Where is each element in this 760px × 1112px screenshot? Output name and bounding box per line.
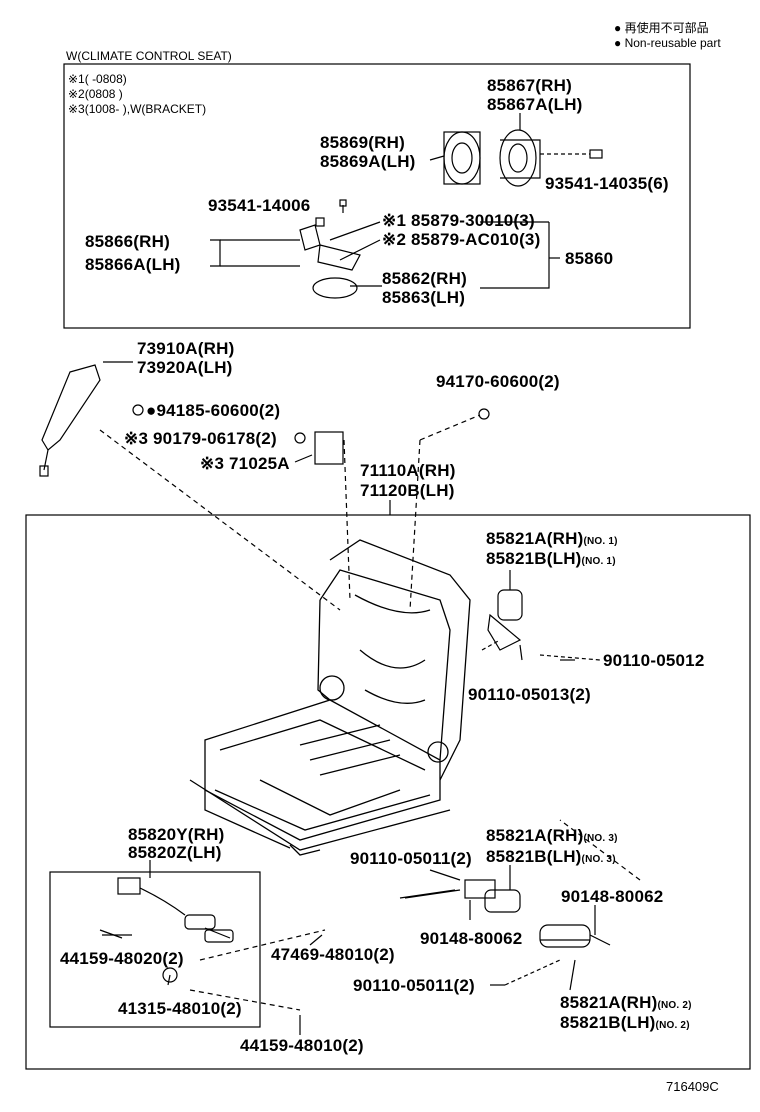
motor-no3-illustration	[399, 879, 521, 913]
leader-85866	[210, 239, 221, 267]
part-47469-48010[interactable]: 47469-48010(2)	[271, 945, 395, 964]
part-90110-05011-upper[interactable]: 90110-05011(2)	[350, 849, 472, 868]
leader-85860	[480, 222, 550, 289]
part-85821a-rh-no3[interactable]: 85821A(RH)(NO. 3)	[486, 826, 618, 845]
legend-en: ● Non-reusable part	[614, 36, 721, 50]
part-85867-lh[interactable]: 85867A(LH)	[487, 95, 583, 114]
part-73920a-lh[interactable]: 73920A(LH)	[137, 358, 233, 377]
part-85821a-rh-no1[interactable]: 85821A(RH)(NO. 1)	[486, 529, 618, 548]
part-90110-05012[interactable]: 90110-05012	[603, 651, 705, 670]
part-90148-80062-right[interactable]: 90148-80062	[561, 887, 664, 906]
part-90148-80062-left[interactable]: 90148-80062	[420, 929, 523, 948]
part-90179-06178[interactable]: ※3 90179-06178(2)	[124, 429, 277, 448]
legend-jp: ● 再使用不可部品	[614, 21, 709, 35]
figure-id: 716409C	[666, 1079, 719, 1094]
part-85821b-lh-no2[interactable]: 85821B(LH)(NO. 2)	[560, 1013, 690, 1032]
climate-control-frame	[63, 63, 691, 329]
harness-illustration	[102, 877, 234, 983]
part-85860[interactable]: 85860	[565, 249, 614, 268]
part-85863-lh[interactable]: 85863(LH)	[382, 288, 466, 307]
part-85866-rh[interactable]: 85866(RH)	[85, 232, 170, 251]
part-85867-rh[interactable]: 85867(RH)	[487, 76, 572, 95]
part-85821b-lh-no3[interactable]: 85821B(LH)(NO. 3)	[486, 847, 616, 866]
part-41315-48010[interactable]: 41315-48010(2)	[118, 999, 242, 1018]
harness-sub-box	[49, 871, 261, 1028]
part-71025a[interactable]: ※3 71025A	[200, 454, 290, 473]
part-93541-14035[interactable]: 93541-14035(6)	[545, 174, 669, 193]
part-71120b-lh[interactable]: 71120B(LH)	[360, 481, 455, 500]
part-71110a-rh[interactable]: 71110A(RH)	[360, 461, 456, 480]
seat-frame-box	[25, 514, 751, 1070]
part-73910a-rh[interactable]: 73910A(RH)	[137, 339, 235, 358]
climate-parts-illustration	[299, 129, 603, 299]
part-44159-48010[interactable]: 44159-48010(2)	[240, 1036, 364, 1055]
note-2: ※2(0808 )	[68, 87, 123, 101]
part-85821b-lh-no1[interactable]: 85821B(LH)(NO. 1)	[486, 549, 616, 568]
part-90110-05011-lower[interactable]: 90110-05011(2)	[353, 976, 475, 995]
part-85869-lh[interactable]: 85869A(LH)	[320, 152, 416, 171]
part-85866-lh[interactable]: 85866A(LH)	[85, 255, 181, 274]
part-85879-30010[interactable]: ※1 85879-30010(3)	[382, 211, 535, 230]
part-93541-14006[interactable]: 93541-14006	[208, 196, 311, 215]
part-90110-05013[interactable]: 90110-05013(2)	[468, 685, 591, 704]
part-85869-rh[interactable]: 85869(RH)	[320, 133, 405, 152]
note-1: ※1( -0808)	[68, 72, 127, 86]
part-85862-rh[interactable]: 85862(RH)	[382, 269, 467, 288]
part-94185-60600[interactable]: ●94185-60600(2)	[146, 401, 281, 420]
motor-no2-illustration	[539, 924, 611, 948]
seat-frame-illustration	[189, 539, 471, 856]
part-94170-60600[interactable]: 94170-60600(2)	[436, 372, 560, 391]
seatback-pad-illustration	[39, 364, 490, 477]
part-85821a-rh-no2[interactable]: 85821A(RH)(NO. 2)	[560, 993, 692, 1012]
part-44159-48020[interactable]: 44159-48020(2)	[60, 949, 184, 968]
part-85879-ac010[interactable]: ※2 85879-AC010(3)	[382, 230, 541, 249]
climate-box-title: W(CLIMATE CONTROL SEAT)	[66, 49, 232, 63]
part-85820z-lh[interactable]: 85820Z(LH)	[128, 843, 222, 862]
note-3: ※3(1008- ),W(BRACKET)	[68, 102, 207, 116]
part-85820y-rh[interactable]: 85820Y(RH)	[128, 825, 225, 844]
motor-no1-illustration	[481, 570, 601, 661]
